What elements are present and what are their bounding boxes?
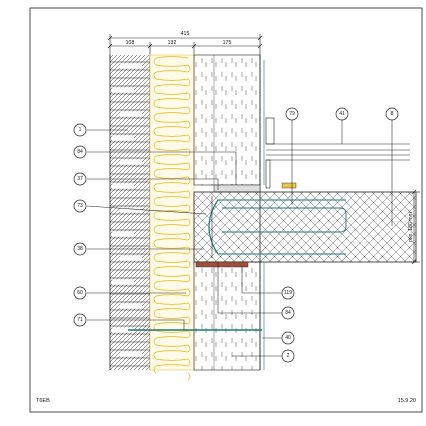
- cavity-insulation: [149, 54, 195, 381]
- brick-outer-leaf: [109, 55, 151, 370]
- callout-79: 79: [285, 107, 299, 121]
- bearing-strip: [195, 261, 249, 268]
- callout-71: 71: [73, 313, 87, 327]
- svg-text:1: 1: [79, 127, 82, 133]
- dimension-brick: 108: [126, 40, 135, 46]
- footer-right-date: 15.9.20: [398, 398, 416, 404]
- svg-text:41: 41: [339, 111, 345, 117]
- callout-60: 60: [73, 286, 87, 300]
- svg-text:79: 79: [289, 111, 295, 117]
- svg-text:8: 8: [391, 111, 394, 117]
- slab-edge-insulation: [208, 196, 347, 258]
- dimension-total: 415: [181, 31, 190, 37]
- dimension-insulation: 132: [168, 40, 177, 46]
- svg-text:119: 119: [284, 290, 292, 296]
- threshold-profile: [281, 182, 297, 189]
- callout-37: 37: [73, 172, 87, 186]
- callout-84-upper: 84: [73, 145, 87, 159]
- callout-84-lower: 84: [281, 306, 295, 320]
- callout-2: 2: [281, 349, 295, 363]
- window-frame: [265, 117, 410, 189]
- dimension-inner-wall: 175: [223, 40, 232, 46]
- svg-text:73: 73: [77, 203, 83, 209]
- svg-text:60: 60: [77, 290, 83, 296]
- callout-119: 119: [281, 286, 295, 300]
- callout-41: 41: [335, 107, 349, 121]
- screed-layer: [213, 184, 261, 193]
- footer-left-code: T6EB: [36, 398, 50, 404]
- callout-8: 8: [385, 107, 399, 121]
- svg-text:84: 84: [285, 310, 291, 316]
- svg-text:71: 71: [77, 317, 83, 323]
- callout-73: 73: [73, 199, 87, 213]
- leader-lines: [86, 120, 393, 357]
- svg-text:37: 37: [77, 176, 83, 182]
- svg-text:40: 40: [285, 335, 291, 341]
- inner-wall: [193, 54, 265, 371]
- svg-text:2: 2: [287, 353, 290, 359]
- concrete-slab: [193, 191, 417, 263]
- slab-thickness-dimension: [410, 189, 420, 265]
- callout-40: 40: [281, 331, 295, 345]
- callout-1: 1: [73, 123, 87, 137]
- slab-thickness-label: min. 180 mm: [408, 212, 414, 242]
- svg-text:38: 38: [77, 246, 83, 252]
- svg-text:84: 84: [77, 149, 83, 155]
- drawing-frame: [29, 7, 423, 413]
- callout-38: 38: [73, 242, 87, 256]
